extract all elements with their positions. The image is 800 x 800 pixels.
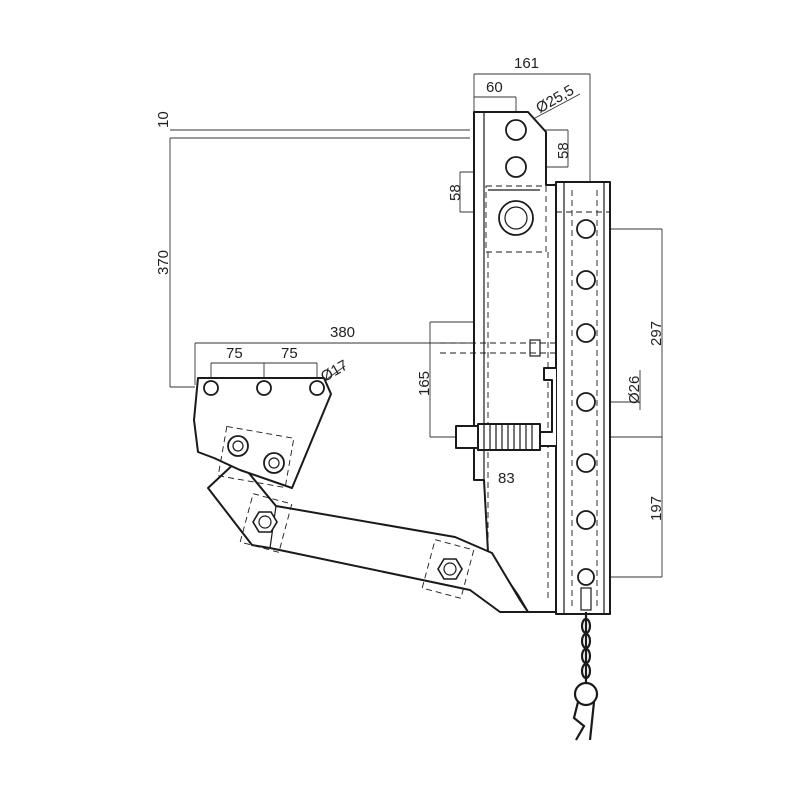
mast-hole-1 [576,219,596,239]
left-plate [193,377,332,489]
mast [539,181,611,615]
dim-75-right: 75 [281,345,298,362]
top-hole-lower [505,156,527,178]
mast-hole-2 [576,270,596,290]
top-hole-upper [505,119,527,141]
dim-diameter-25-5: Ø25,5 [533,82,577,117]
arm-nuts [252,511,463,580]
dim-165: 165 [416,371,433,396]
plate-hole-1 [203,380,219,396]
dim-197: 197 [648,496,665,521]
dim-58-right: 58 [555,142,572,159]
dim-297: 297 [648,321,665,346]
r-clip [572,701,586,741]
dim-161: 161 [514,55,539,72]
plate-bolt-2 [263,452,285,474]
plate-hole-2 [256,380,272,396]
nut-lower [437,558,463,580]
mast-hole-3 [576,323,596,343]
plate-bolt-1 [227,435,249,457]
mast-hole-6 [576,510,596,530]
dim-380: 380 [330,324,355,341]
nut-upper [252,511,278,533]
dim-75-left: 75 [226,345,243,362]
dim-diameter-17: Ø17 [318,357,351,386]
mast-pin [577,568,595,586]
dim-370: 370 [155,250,172,275]
diagonal-arm [207,459,529,613]
pivot-boss [498,200,534,236]
dim-60: 60 [486,79,503,96]
chain-and-clip [572,612,599,741]
splined-shaft [455,423,541,451]
main-plate [440,111,560,613]
mast-hole-4 [576,392,596,412]
dim-10: 10 [155,111,172,128]
r-clip-ring [573,681,599,707]
dim-diameter-26: Ø26 [626,376,643,404]
dimension-labels: 161 60 Ø25,5 58 58 10 370 380 75 75 Ø17 … [155,55,665,521]
dim-58-left: 58 [447,184,464,201]
mast-hole-5 [576,453,596,473]
plate-hole-3 [309,380,325,396]
dim-83: 83 [498,470,515,487]
